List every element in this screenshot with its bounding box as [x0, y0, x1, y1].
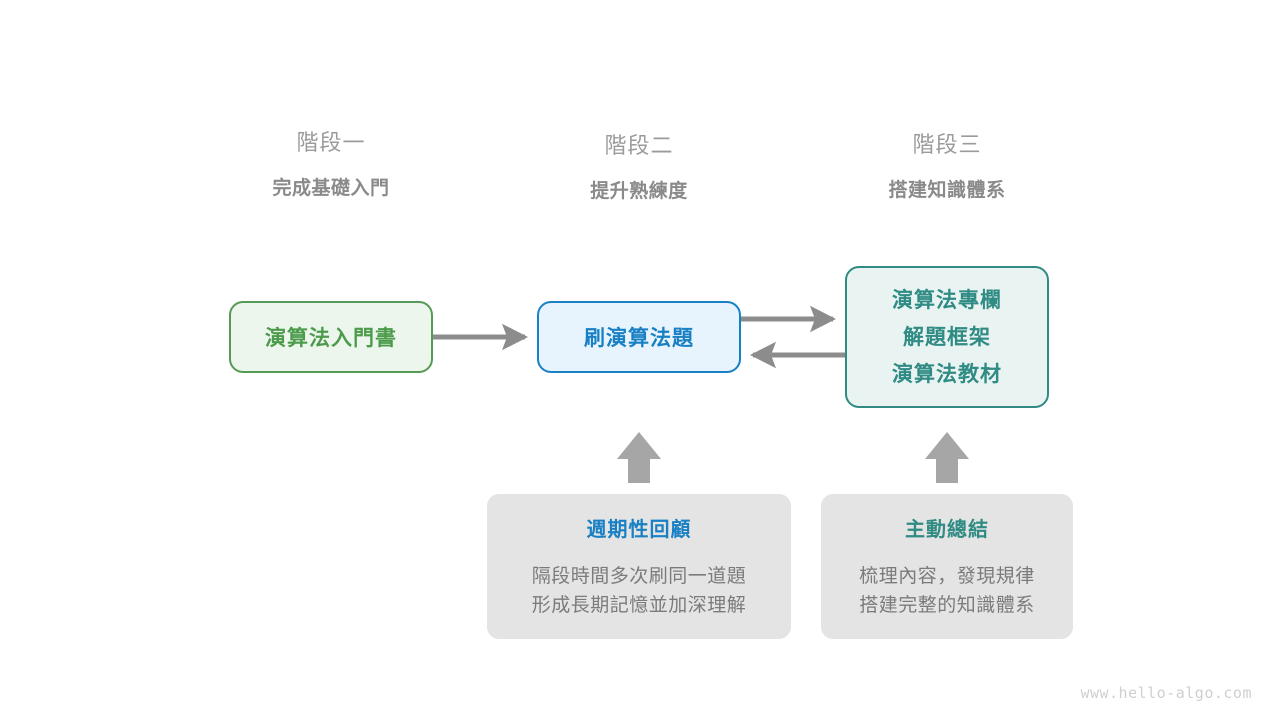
note-card-periodic-review-title: 週期性回顧: [586, 519, 692, 541]
stage-header-2: 階段二 提升熟練度: [509, 131, 769, 207]
note-summary-body-line-1: 梳理內容，發現規律: [859, 566, 1035, 587]
node-resources-line-2: 解題框架: [903, 325, 991, 349]
stage-subtitle-1: 完成基礎入門: [272, 178, 390, 199]
stage-header-1: 階段一 完成基礎入門: [201, 128, 461, 204]
node-learning-resources[interactable]: 演算法專欄 解題框架 演算法教材: [845, 266, 1049, 408]
note-card-periodic-review-body: 隔段時間多次刷同一道題 形成長期記憶並加深理解: [487, 562, 791, 620]
node-algorithm-book[interactable]: 演算法入門書: [229, 301, 433, 373]
note-review-body-line-2: 形成長期記憶並加深理解: [531, 595, 747, 616]
node-resources-line-1: 演算法專欄: [892, 288, 1002, 312]
stage-subtitle-2: 提升熟練度: [590, 181, 688, 202]
arrow-review-to-practice: [617, 432, 661, 483]
node-algorithm-book-label: 演算法入門書: [265, 327, 397, 350]
note-card-periodic-review[interactable]: 週期性回顧 隔段時間多次刷同一道題 形成長期記憶並加深理解: [487, 494, 791, 639]
stage-header-3: 階段三 搭建知識體系: [817, 130, 1077, 206]
watermark: www.hello-algo.com: [1080, 684, 1252, 702]
note-card-active-summary-title: 主動總結: [905, 519, 989, 541]
note-card-active-summary-body: 梳理內容，發現規律 搭建完整的知識體系: [821, 562, 1073, 620]
node-resources-line-3: 演算法教材: [892, 362, 1002, 386]
stage-subtitle-3: 搭建知識體系: [888, 180, 1006, 201]
node-practice-problems-label: 刷演算法題: [584, 327, 694, 350]
note-card-active-summary[interactable]: 主動總結 梳理內容，發現規律 搭建完整的知識體系: [821, 494, 1073, 639]
node-practice-problems[interactable]: 刷演算法題: [537, 301, 741, 373]
note-summary-body-line-2: 搭建完整的知識體系: [859, 595, 1035, 616]
stage-label-1: 階段一: [296, 130, 366, 155]
stage-label-3: 階段三: [912, 132, 982, 157]
note-review-body-line-1: 隔段時間多次刷同一道題: [531, 566, 747, 587]
arrow-summary-to-resources: [925, 432, 969, 483]
stage-label-2: 階段二: [604, 133, 674, 158]
